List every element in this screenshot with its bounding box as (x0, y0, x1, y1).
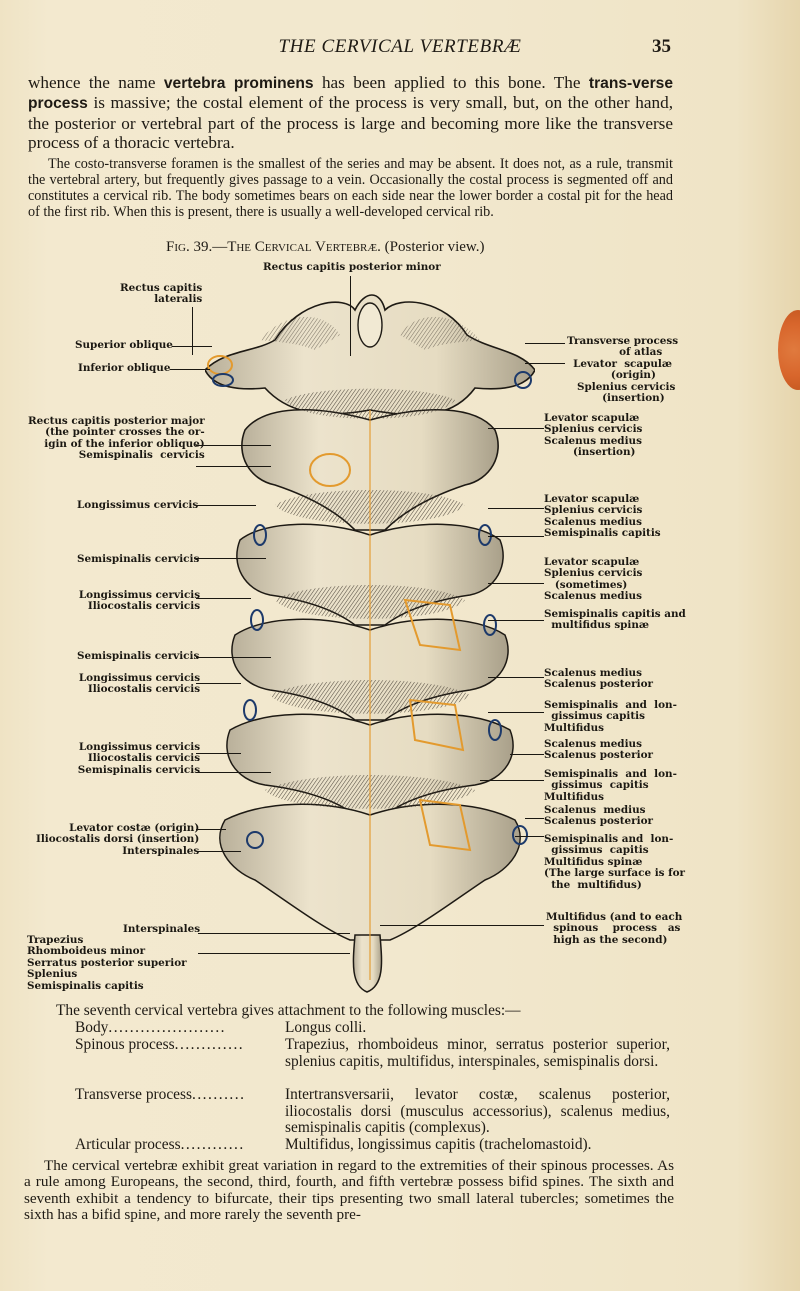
para1-text: has been applied to this bone. The (313, 73, 589, 92)
pointer-line (480, 780, 544, 782)
label-transverse-process-of-atlas: Transverse process of atlas Levator scap… (567, 335, 679, 405)
label-interspinales: Interspinales (123, 923, 201, 935)
leader-dots: ...................... (108, 1019, 227, 1036)
leader-dots: ............. (174, 1036, 245, 1053)
pointer-line (192, 307, 194, 355)
term-transverse-process: trans-verse process (28, 75, 674, 113)
pointer-line (172, 346, 212, 348)
leader-dots: .......... (191, 1086, 246, 1103)
label-longissimus-cervicis: Longissimus cervicis (77, 499, 199, 511)
pointer-line (196, 558, 266, 560)
label-semispinalis-cervicis: Semispinalis cervicis (77, 553, 200, 565)
label-longissimus-iliocostalis-cervicis: Longissimus cervicis Iliocostalis cervic… (78, 589, 201, 613)
label-inferior-oblique: Inferior oblique (78, 362, 171, 374)
pointer-line (196, 466, 271, 468)
leader-dots: ............ (180, 1136, 245, 1153)
label-semispinalis-longissimus-multifidus: Semispinalis and lon- gissimus capitis M… (544, 768, 677, 803)
label-longissimus-iliocostalis-semispinalis-cervicis: Longissimus cervicis Iliocostalis cervic… (77, 741, 201, 776)
label-spinous-muscles-group: Trapezius Rhomboideus minor Serratus pos… (27, 934, 187, 992)
label-semispinalis-longissimus-multifidus-spinae: Semispinalis and lon- gissimus capitis M… (544, 833, 686, 891)
page-number: 35 (652, 36, 671, 57)
label-scalenus-medius-posterior: Scalenus medius Scalenus posterior (544, 738, 653, 762)
muscle-row-transverse: Transverse process.......... (75, 1086, 246, 1104)
pointer-line (488, 677, 544, 679)
paragraph-2: The costo-transverse foramen is the smal… (28, 156, 673, 220)
muscle-row-body: Body...................... (75, 1019, 227, 1037)
pointer-line (488, 508, 544, 510)
label-superior-oblique: Superior oblique (75, 339, 173, 351)
pointer-line (196, 851, 241, 853)
thumb-index-tab (778, 310, 800, 390)
label-semispinalis-capitis-multifidus-spinae: Semispinalis capitis and multifidus spin… (544, 608, 686, 632)
label-scalenus-medius-posterior: Scalenus medius Scalenus posterior (544, 667, 653, 691)
pointer-line (525, 343, 565, 345)
paragraph-1: whence the name vertebra prominens has b… (28, 73, 673, 153)
muscle-row-articular-muscles: Multifidus, longissimus capitis (trachel… (285, 1136, 592, 1153)
pointer-line (198, 953, 350, 955)
muscle-row-transverse-muscles: Intertransversarii, levator costæ, scale… (285, 1086, 670, 1137)
figure-caption: Fig. 39.—The Cervical Vertebræ. (Posteri… (166, 239, 485, 256)
vertebrae-drawing (204, 294, 536, 993)
muscle-row-body-muscles: Longus colli. (285, 1019, 367, 1036)
pointer-line (170, 369, 210, 371)
figure-view: (Posterior view.) (380, 239, 485, 255)
pointer-line (196, 657, 271, 659)
pointer-line (510, 754, 544, 756)
muscle-attachment-list: The seventh cervical vertebra gives atta… (0, 1002, 800, 1152)
pointer-line (350, 276, 352, 356)
pointer-line (196, 683, 241, 685)
pointer-line (380, 925, 544, 927)
label-levator-splenius-scalenus-semispinalis: Levator scapulæ Splenius cervicis Scalen… (544, 493, 661, 540)
label-rectus-capitis-posterior-major: Rectus capitis posterior major (the poin… (28, 415, 205, 462)
pointer-line (196, 598, 251, 600)
pointer-line (525, 818, 544, 820)
muscle-row-articular: Articular process............ (75, 1136, 245, 1154)
label-scalenus-medius-posterior: Scalenus medius Scalenus posterior (544, 804, 653, 828)
cervical-vertebrae-illustration (204, 280, 536, 1010)
pointer-line (196, 445, 271, 447)
pointer-line (488, 712, 544, 714)
pointer-line (515, 836, 544, 838)
label-semispinalis-cervicis: Semispinalis cervicis (77, 650, 200, 662)
running-head: THE CERVICAL VERTEBRÆ 35 (0, 36, 800, 60)
attachment-part: Body (75, 1019, 109, 1036)
term-vertebra-prominens: vertebra prominens (163, 75, 314, 92)
pointer-line (488, 620, 544, 622)
pointer-line (196, 829, 226, 831)
pointer-line (198, 933, 350, 935)
muscle-row-spinous: Spinous process............. (75, 1036, 245, 1054)
pointer-line (488, 536, 544, 538)
pointer-line (525, 363, 565, 365)
label-levator-splenius-sometimes-scalenus: Levator scapulæ Splenius cervicis (somet… (544, 556, 643, 603)
para1-text: whence the name (28, 73, 164, 92)
figure-number: Fig. 39.— (166, 239, 228, 255)
figure-title: The Cervical Vertebræ. (227, 239, 381, 255)
para1-text: is massive; the costal element of the pr… (28, 93, 673, 153)
label-rectus-capitis-posterior-minor: Rectus capitis posterior minor (263, 261, 441, 273)
running-title: THE CERVICAL VERTEBRÆ (278, 36, 522, 57)
label-longissimus-iliocostalis-cervicis: Longissimus cervicis Iliocostalis cervic… (78, 672, 201, 696)
attachment-part: Spinous process (75, 1036, 175, 1053)
pointer-line (488, 583, 544, 585)
pointer-line (196, 505, 256, 507)
label-levator-splenius-scalenus-insertion: Levator scapulæ Splenius cervicis Scalen… (544, 412, 643, 459)
label-semispinalis-longissimus-multifidus: Semispinalis and lon- gissimus capitis M… (544, 699, 677, 734)
muscle-row-spinous-muscles: Trapezius, rhomboideus minor, serratus p… (285, 1036, 670, 1070)
paragraph-3: The cervical vertebræ exhibit great vari… (24, 1157, 674, 1224)
label-levator-costae-iliocostalis-interspinales: Levator costæ (origin) Iliocostalis dors… (36, 822, 200, 857)
label-rectus-capitis-lateralis: Rectus capitis lateralis (120, 282, 203, 306)
attachment-part: Articular process (75, 1136, 181, 1153)
pointer-line (196, 753, 241, 755)
pointer-line (488, 428, 544, 430)
label-multifidus-spinous-process: Multifidus (and to each spinous process … (546, 911, 683, 946)
pointer-line (196, 772, 271, 774)
muscle-list-intro: The seventh cervical vertebra gives atta… (56, 1002, 521, 1019)
attachment-part: Transverse process (75, 1086, 192, 1103)
